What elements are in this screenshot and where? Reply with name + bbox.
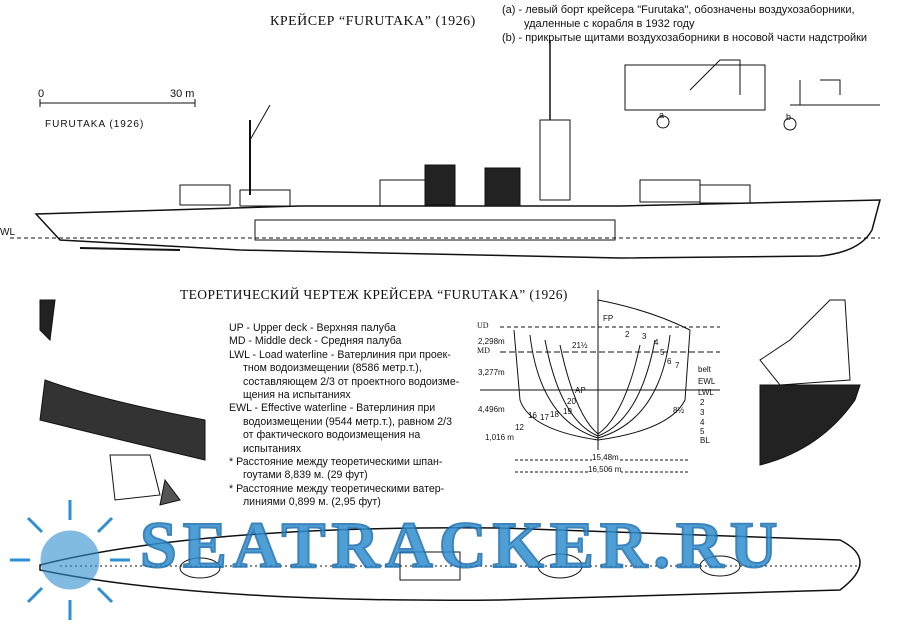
legend-frames-1: гоутами 8,839 м. (29 фут)	[243, 469, 368, 482]
bp-width-2: 16,506 m	[588, 465, 622, 474]
legend-ewl-3: испытаниях	[243, 442, 301, 455]
legend-frames: * Расстояние между теоретическими шпан-	[229, 456, 443, 469]
bp-station-3: 3	[642, 332, 647, 341]
bp-dim-1: 2,298m	[478, 337, 505, 346]
bp-dim-3: 4,496m	[478, 405, 505, 414]
ship-plan-view	[39, 527, 861, 601]
watermark-logo	[10, 500, 130, 620]
bp-width-1: 15,48m	[592, 453, 619, 462]
bp-dim-2: 3,277m	[478, 368, 505, 377]
bp-station-12: 12	[515, 423, 524, 432]
bp-wl4: 4	[700, 418, 705, 427]
stern-drawing	[39, 299, 206, 506]
bp-wl5: 5	[700, 427, 705, 436]
bp-bl: BL	[700, 436, 710, 445]
bp-station-20: 20	[567, 397, 576, 406]
scale-start: 0	[38, 88, 45, 100]
bp-ewl: EWL	[698, 377, 716, 386]
legend: UP - Upper deck - Верхняя палуба MD - Mi…	[229, 322, 459, 510]
bp-station-19: 19	[563, 407, 572, 416]
bp-belt: belt	[698, 365, 711, 374]
waterline-label: WL	[0, 227, 15, 238]
ship-side-profile	[10, 40, 881, 259]
bp-wl3: 3	[700, 408, 705, 417]
bow-drawing	[759, 299, 861, 466]
bp-wl2: 2	[700, 398, 705, 407]
detail-a-label: a	[659, 110, 665, 120]
legend-lwl: LWL - Load waterline - Ватерлиния при пр…	[229, 348, 451, 361]
bp-station-8: 8½	[673, 406, 685, 415]
bp-station-6: 6	[667, 357, 672, 366]
lines-title: ТЕОРЕТИЧЕСКИЙ ЧЕРТЕЖ КРЕЙСЕРА “FURUTAKA”…	[180, 287, 568, 302]
detail-a-marker	[656, 115, 670, 129]
bp-lwl: LWL	[698, 388, 714, 397]
bp-station-18: 18	[550, 410, 559, 419]
note-a-cont: удаленные с корабля в 1932 году	[524, 18, 695, 30]
bp-station-17: 17	[540, 413, 549, 422]
bp-ud: UD	[477, 321, 489, 330]
detail-b-marker	[783, 117, 797, 131]
detail-b-label: b	[786, 112, 792, 122]
bp-station-21: 21½	[572, 341, 588, 350]
legend-lwl-2: составляющем 2/3 от проектного водоизме-	[243, 375, 460, 388]
bp-station-7: 7	[675, 361, 680, 370]
legend-up: UP - Upper deck - Верхняя палуба	[229, 322, 396, 334]
scale-bar	[39, 99, 196, 107]
legend-ewl-1: водоизмещении (9544 метр.т.), равном 2/3	[243, 415, 452, 428]
note-a: (a) - левый борт крейсера "Furutaka", об…	[502, 4, 855, 16]
body-plan	[480, 290, 720, 473]
bp-md: MD	[477, 346, 490, 355]
notes: (a) - левый борт крейсера "Furutaka", об…	[502, 3, 867, 45]
note-b: (b) - прикрытые щитами воздухозаборники …	[502, 32, 868, 44]
legend-ewl-2: от фактического водоизмещения на	[243, 429, 421, 442]
legend-waterlines-1: линиями 0,899 м. (2,95 фут)	[243, 496, 381, 509]
legend-md: MD - Middle deck - Средняя палуба	[229, 335, 402, 348]
bp-ap: AP	[575, 386, 586, 395]
detail-drawings	[624, 59, 880, 131]
drawing-title: КРЕЙСЕР “FURUTAKA” (1926)	[270, 14, 476, 29]
bp-station-5: 5	[660, 348, 665, 357]
legend-ewl: EWL - Effective waterline - Ватерлиния п…	[229, 402, 436, 415]
bp-station-4: 4	[654, 338, 659, 347]
legend-lwl-3: щения на испытаниях	[243, 389, 351, 402]
legend-waterlines: * Расстояние между теоретическими ватер-	[229, 482, 445, 495]
bp-station-2: 2	[625, 330, 630, 339]
bp-fp: FP	[603, 314, 614, 323]
profile-label: FURUTAKA (1926)	[45, 119, 145, 130]
legend-lwl-1: тном водоизмещении (8586 метр.т.),	[243, 362, 422, 375]
scale-end: 30 m	[170, 88, 195, 100]
bp-station-16: 16	[528, 411, 537, 420]
watermark-text: SEATRACKER.RU	[139, 508, 784, 583]
bp-dim-4: 1,016 m	[485, 433, 514, 442]
